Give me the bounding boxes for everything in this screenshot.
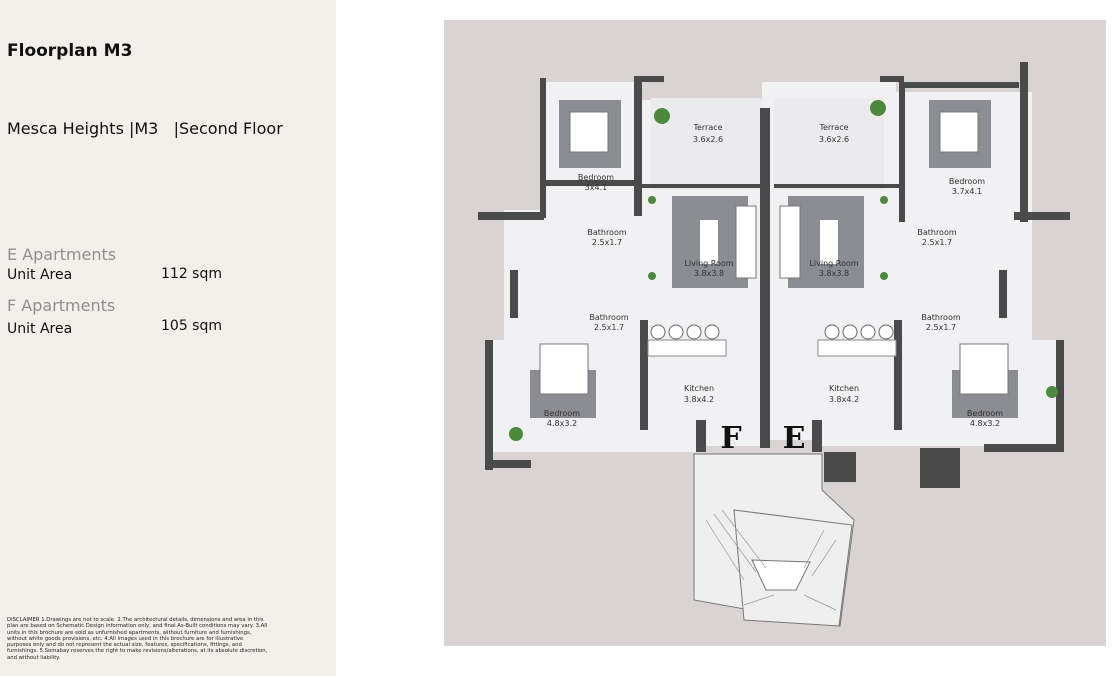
living-right-name: Living Room (809, 259, 858, 268)
bedroom-bottom-left-name: Bedroom (544, 409, 580, 418)
living-left-name: Living Room (684, 259, 733, 268)
kitchen-left-counter (647, 339, 727, 357)
kitchen-left-size: 3.8x4.2 (684, 395, 714, 404)
e-unit-area-value: 112 sqm (161, 266, 222, 282)
living-right-size: 3.8x3.8 (819, 269, 849, 278)
unit-letter-e: E (783, 421, 806, 456)
info-panel: Floorplan M3 Mesca Heights |M3 |Second F… (0, 0, 336, 676)
f-apartments-heading: F Apartments (7, 296, 116, 315)
bedroom-top-left-size: 3x4.1 (585, 183, 608, 192)
terrace-right-name: Terrace (818, 123, 848, 132)
bedroom-top-right-name: Bedroom (949, 177, 985, 186)
floorplan-image: Terrace 3.6x2.6 Terrace 3.6x2.6 Bedroom … (444, 20, 1106, 646)
kitchen-right-counter (817, 339, 897, 357)
floorplan-drawing: Terrace 3.6x2.6 Terrace 3.6x2.6 Bedroom … (478, 62, 1070, 627)
bath-l2-name: Bathroom (589, 313, 629, 322)
bath-r2-size: 2.5x1.7 (926, 323, 956, 332)
f-unit-area-label: Unit Area (7, 321, 73, 337)
e-apartments-heading: E Apartments (7, 245, 117, 264)
kitchen-right-name: Kitchen (829, 384, 859, 393)
f-unit-area-value: 105 sqm (161, 318, 222, 334)
bedroom-bottom-right-size: 4.8x3.2 (970, 419, 1000, 428)
bedroom-top-right-size: 3.7x4.1 (952, 187, 982, 196)
kitchen-left-name: Kitchen (684, 384, 714, 393)
unit-letter-f: F (720, 421, 741, 456)
bath-l1-name: Bathroom (587, 228, 627, 237)
bath-l2-size: 2.5x1.7 (594, 323, 624, 332)
bath-r1-name: Bathroom (917, 228, 957, 237)
bath-r1-size: 2.5x1.7 (922, 238, 952, 247)
bedroom-bottom-left-size: 4.8x3.2 (547, 419, 577, 428)
page-title: Floorplan M3 (7, 41, 133, 61)
disclaimer-text: DISCLAIMER 1.Drawings are not to scale. … (7, 617, 268, 661)
living-left-size: 3.8x3.8 (694, 269, 724, 278)
terrace-left-name: Terrace (692, 123, 722, 132)
bedroom-top-left-name: Bedroom (578, 173, 614, 182)
project-subtitle: Mesca Heights |M3 |Second Floor (7, 119, 283, 138)
bedroom-bottom-right-name: Bedroom (967, 409, 1003, 418)
bath-r2-name: Bathroom (921, 313, 961, 322)
kitchen-right-size: 3.8x4.2 (829, 395, 859, 404)
e-unit-area-label: Unit Area (7, 267, 73, 283)
bath-l1-size: 2.5x1.7 (592, 238, 622, 247)
terrace-right-size: 3.6x2.6 (819, 135, 849, 144)
terrace-left-size: 3.6x2.6 (693, 135, 723, 144)
terrace-right-area (774, 98, 884, 190)
